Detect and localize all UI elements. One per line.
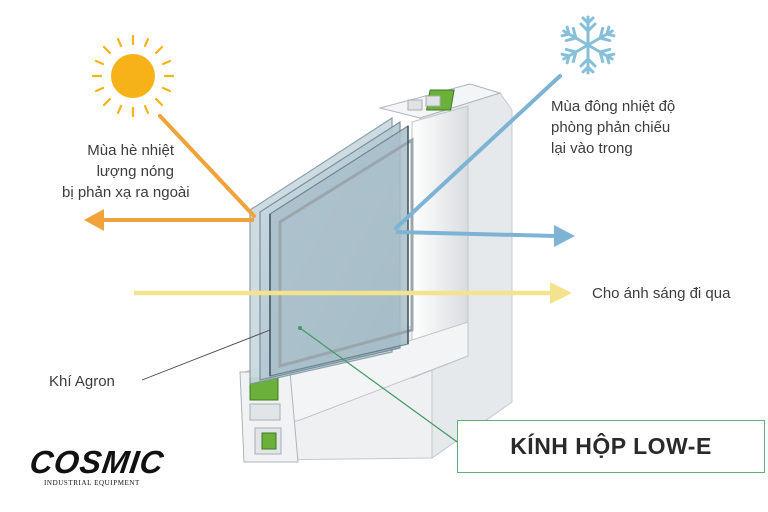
light-pass-label: Cho ánh sáng đi qua [592, 285, 731, 302]
product-title: KÍNH HỘP LOW-E [510, 433, 712, 459]
light-beam-arrow [134, 282, 572, 304]
winter-heat-label: Mùa đông nhiệt độ phòng phản chiếu lại v… [551, 96, 675, 159]
cosmic-logo-icon: COSMIC INDUSTRIAL EQUIPMENT [27, 444, 180, 494]
winter-heat-arrow [394, 74, 575, 247]
winter-heat-label-line: phòng phản chiếu [551, 119, 671, 136]
product-title-box: KÍNH HỘP LOW-E [457, 420, 765, 473]
summer-heat-label-line: bị phản xạ ra ngoài [62, 184, 190, 201]
summer-heat-label-line: lượng nóng [96, 163, 174, 180]
sun-icon [91, 34, 175, 118]
logo-wordmark: COSMIC [27, 444, 167, 480]
summer-heat-label: Mùa hè nhiệt lượng nóng bị phản xạ ra ng… [62, 140, 190, 203]
glass-panes [249, 116, 414, 385]
title-leader-line [298, 326, 461, 445]
winter-heat-label-line: Mùa đông nhiệt độ [551, 98, 676, 115]
summer-heat-arrow [84, 114, 256, 231]
argon-leader-line [141, 329, 271, 381]
logo-subtitle: INDUSTRIAL EQUIPMENT [44, 479, 140, 487]
argon-gas-label: Khí Agron [49, 373, 115, 390]
winter-heat-label-line: lại vào trong [551, 140, 633, 157]
snowflake-icon [558, 15, 618, 75]
summer-heat-label-line: Mùa hè nhiệt [87, 142, 174, 159]
